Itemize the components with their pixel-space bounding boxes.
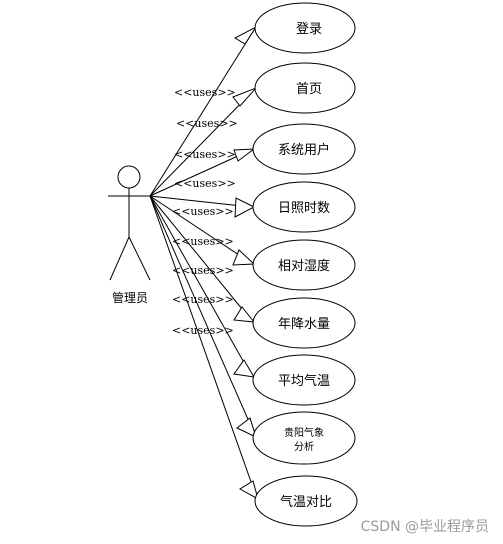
actor-right-leg: [128, 236, 151, 281]
use-case-label: 日照时数: [278, 201, 330, 216]
use-case-label: 系统用户: [278, 142, 330, 158]
uses-labels: <<uses>> <<uses>> <<uses>> <<uses>> <<us…: [172, 86, 238, 337]
arrowheads: [232, 25, 259, 501]
use-case-sunshine-hours: [252, 181, 356, 233]
association-line-rainfall: [149, 195, 252, 321]
association-line-home: [149, 89, 255, 197]
association-line-analysis: [149, 195, 255, 434]
uses-label: <<uses>>: [172, 293, 234, 306]
association-line-temp-compare: [149, 195, 257, 497]
use-case-label: 分析: [294, 440, 314, 453]
association-line-system-user: [149, 149, 252, 197]
use-case-label: 首页: [296, 82, 322, 97]
arrowhead-temperature: [233, 359, 255, 378]
uses-label: <<uses>>: [172, 205, 234, 218]
use-case-relative-humidity: [252, 239, 356, 291]
use-case-label: 气温对比: [280, 494, 332, 510]
uses-label: <<uses>>: [174, 86, 236, 99]
actor-name: 管理员: [112, 290, 148, 305]
arrowhead-sunshine: [234, 197, 256, 218]
uses-label: <<uses>>: [176, 117, 238, 130]
use-case-system-user: [252, 123, 356, 175]
use-cases: [252, 2, 358, 527]
use-case-average-temperature: [252, 354, 356, 406]
arrowhead-system-user: [233, 148, 256, 162]
use-case-label: 平均气温: [278, 373, 330, 389]
arrowhead-analysis: [236, 417, 257, 438]
use-case-annual-rainfall: [252, 297, 356, 349]
uses-label: <<uses>>: [174, 177, 236, 190]
association-lines: [149, 29, 257, 497]
association-line-login: [149, 29, 255, 197]
uses-label: <<uses>>: [172, 235, 234, 248]
use-case-labels: 登录 首页 系统用户 日照时数 相对湿度 年降水量 平均气温 贵阳气象 分析 气…: [278, 22, 332, 510]
use-case-temperature-compare: [254, 475, 358, 527]
use-case-label: 年降水量: [278, 317, 330, 332]
arrowhead-rainfall: [233, 306, 256, 323]
actor-left-leg: [109, 236, 130, 281]
use-case-login: [254, 2, 356, 54]
actor-head: [117, 165, 141, 189]
use-case-label: 贵阳气象: [284, 426, 324, 439]
arrowhead-home: [232, 87, 257, 107]
association-line-temperature: [149, 195, 252, 376]
use-case-label: 相对湿度: [278, 258, 330, 274]
use-case-guiyang-analysis: [252, 411, 356, 465]
uses-label: <<uses>>: [172, 324, 234, 337]
association-line-sunshine: [149, 195, 252, 208]
actor: [108, 165, 151, 281]
uses-label: <<uses>>: [172, 264, 234, 277]
use-case-home: [254, 62, 356, 114]
watermark: CSDN @毕业程序员: [361, 519, 489, 535]
uses-label: <<uses>>: [174, 148, 236, 161]
arrowhead-humidity: [232, 249, 256, 266]
arrowhead-login: [233, 25, 258, 45]
use-case-label: 登录: [296, 22, 322, 37]
association-line-humidity: [149, 195, 252, 264]
arrowhead-temp-compare: [239, 480, 259, 501]
